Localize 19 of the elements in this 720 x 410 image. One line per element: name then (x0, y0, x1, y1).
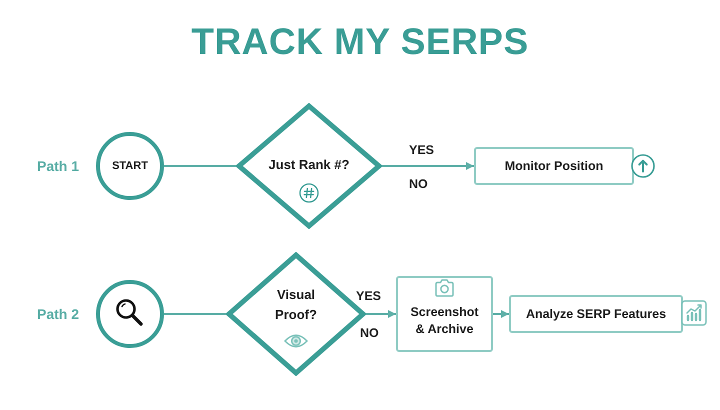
connector-line (164, 165, 236, 167)
node-label: Screenshot & Archive (409, 304, 480, 338)
path-label: Path 1 (37, 157, 80, 175)
node-label: Visual Proof? (274, 286, 318, 324)
process-box (396, 276, 493, 352)
node-label: Just Rank #? (268, 157, 350, 173)
arrow (493, 310, 509, 318)
branch-label: YES (409, 142, 434, 158)
node-label: Analyze SERP Features (524, 306, 668, 322)
arrow (366, 310, 396, 318)
node-label: Monitor Position (504, 158, 604, 174)
connector-line (164, 313, 226, 315)
title: TRACK MY SERPS (191, 20, 529, 64)
node-label: START (111, 159, 149, 173)
branch-label: YES (356, 288, 382, 304)
branch-label: NO (409, 176, 428, 192)
arrow (382, 162, 474, 170)
path-label: Path 2 (37, 305, 80, 323)
branch-label: NO (360, 325, 379, 341)
